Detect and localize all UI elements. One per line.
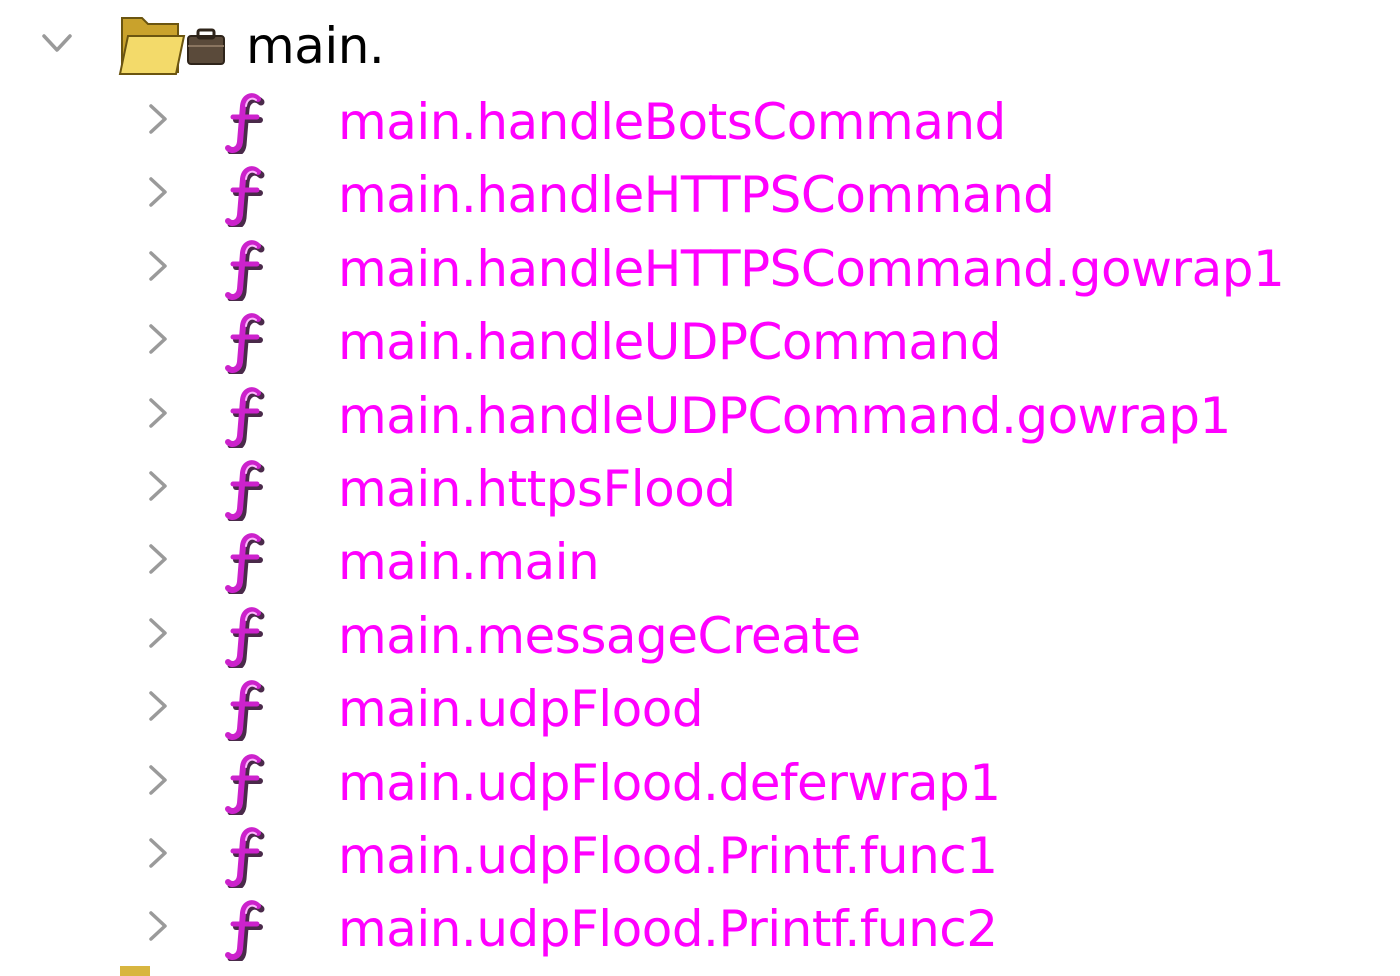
folder-icon <box>118 17 225 75</box>
function-icon <box>225 900 265 962</box>
function-icon <box>225 239 265 301</box>
function-icon <box>225 680 265 742</box>
function-icon <box>225 93 265 154</box>
chevron-right-icon[interactable] <box>140 175 174 209</box>
chevron-right-icon[interactable] <box>140 616 174 650</box>
tree-children: main.handleBotsCommand main.handleHTTPSC… <box>0 86 1400 967</box>
function-label: main.handleBotsCommand <box>338 93 1006 151</box>
tree-node-main[interactable]: main. <box>0 8 1400 82</box>
chevron-right-icon[interactable] <box>140 102 174 136</box>
function-label: main.handleHTTPSCommand.gowrap1 <box>338 239 1285 298</box>
chevron-right-icon[interactable] <box>140 469 174 503</box>
function-icon <box>225 460 265 521</box>
next-node-stub <box>120 966 150 976</box>
tree-node-label: main. <box>246 17 385 75</box>
tree-node-function[interactable]: main.udpFlood.Printf.func1 <box>0 820 1400 893</box>
function-icon <box>225 827 265 888</box>
function-icon <box>225 606 265 668</box>
function-label: main.messageCreate <box>338 606 861 665</box>
function-label: main.handleUDPCommand.gowrap1 <box>338 386 1231 445</box>
chevron-right-icon[interactable] <box>140 396 174 430</box>
tree-node-function[interactable]: main.udpFlood.Printf.func2 <box>0 893 1400 966</box>
function-icon <box>225 386 265 448</box>
chevron-right-icon[interactable] <box>140 322 174 356</box>
function-label: main.handleUDPCommand <box>338 313 1001 372</box>
function-label: main.udpFlood <box>338 680 704 739</box>
tree-node-function[interactable]: main.httpsFlood <box>0 453 1400 526</box>
tree-node-function[interactable]: main.handleUDPCommand <box>0 306 1400 379</box>
tree-node-function[interactable]: main.handleHTTPSCommand.gowrap1 <box>0 233 1400 306</box>
tree-node-function[interactable]: main.handleHTTPSCommand <box>0 159 1400 232</box>
tree-node-function[interactable]: main.udpFlood <box>0 673 1400 746</box>
chevron-right-icon[interactable] <box>140 542 174 576</box>
tree-node-function[interactable]: main.udpFlood.deferwrap1 <box>0 747 1400 820</box>
function-label: main.udpFlood.Printf.func1 <box>338 826 998 885</box>
chevron-right-icon[interactable] <box>140 836 174 870</box>
tree-node-function[interactable]: main.main <box>0 526 1400 599</box>
chevron-right-icon[interactable] <box>140 249 174 283</box>
function-label: main.udpFlood.deferwrap1 <box>338 753 1001 812</box>
function-icon <box>225 753 265 815</box>
function-label: main.main <box>338 533 600 592</box>
function-icon <box>225 166 265 228</box>
function-icon <box>225 313 265 375</box>
function-label: main.handleHTTPSCommand <box>338 166 1055 225</box>
chevron-right-icon[interactable] <box>140 763 174 797</box>
chevron-right-icon[interactable] <box>140 689 174 723</box>
chevron-right-icon[interactable] <box>140 909 174 943</box>
tree-node-function[interactable]: main.handleBotsCommand <box>0 86 1400 159</box>
function-icon <box>225 533 265 595</box>
function-label: main.httpsFlood <box>338 459 736 518</box>
tree-node-function[interactable]: main.messageCreate <box>0 600 1400 673</box>
function-label: main.udpFlood.Printf.func2 <box>338 900 998 959</box>
tree-node-function[interactable]: main.handleUDPCommand.gowrap1 <box>0 380 1400 453</box>
chevron-down-icon[interactable] <box>40 26 74 60</box>
